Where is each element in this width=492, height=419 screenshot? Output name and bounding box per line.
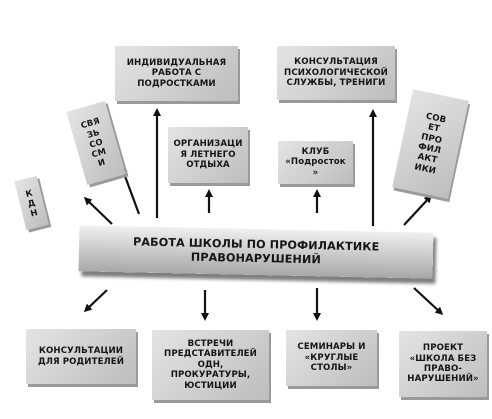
representatives-meetings-box: ВСТРЕЧИ ПРЕДСТАВИТЕЛЕЙ ОДН, ПРОКУРАТУРЫ,… xyxy=(152,330,269,400)
individual-work-box: ИНДИВИДУАЛЬНАЯ РАБОТА С ПОДРОСТКАМИ xyxy=(115,46,238,101)
school-project-box: ПРОЕКТ «ШКОЛА БЕЗ ПРАВО- НАРУШЕНИЙ» xyxy=(399,331,487,397)
arrow-to-parents xyxy=(83,289,108,313)
arrow-to-connections xyxy=(119,165,141,215)
seminars-roundtables-box: СЕМИНАРЫ И «КРУГЛЫЕ СТОЛЫ» xyxy=(286,330,377,386)
psych-consultation-box: КОНСУЛЬТАЦИЯ ПСИХОЛОГИЧЕСКОЙ СЛУЖБЫ, ТРЕ… xyxy=(277,46,395,100)
arrow-to-project xyxy=(413,287,444,316)
arrow-to-council xyxy=(403,194,433,226)
central-school-work-box: РАБОТА ШКОЛЫ ПО ПРОФИЛАКТИКЕ ПРАВОНАРУШЕ… xyxy=(78,225,434,279)
summer-rest-box: ОРГАНИЗАЦИ Я ЛЕТНЕГО ОТДЫХА xyxy=(168,127,248,183)
club-teen-box: КЛУБ «Подросток » xyxy=(278,141,353,184)
parents-consultation-box: КОНСУЛЬТАЦИИ ДЛЯ РОДИТЕЛЕЙ xyxy=(26,329,136,384)
arrow-to-kdn xyxy=(83,196,113,225)
